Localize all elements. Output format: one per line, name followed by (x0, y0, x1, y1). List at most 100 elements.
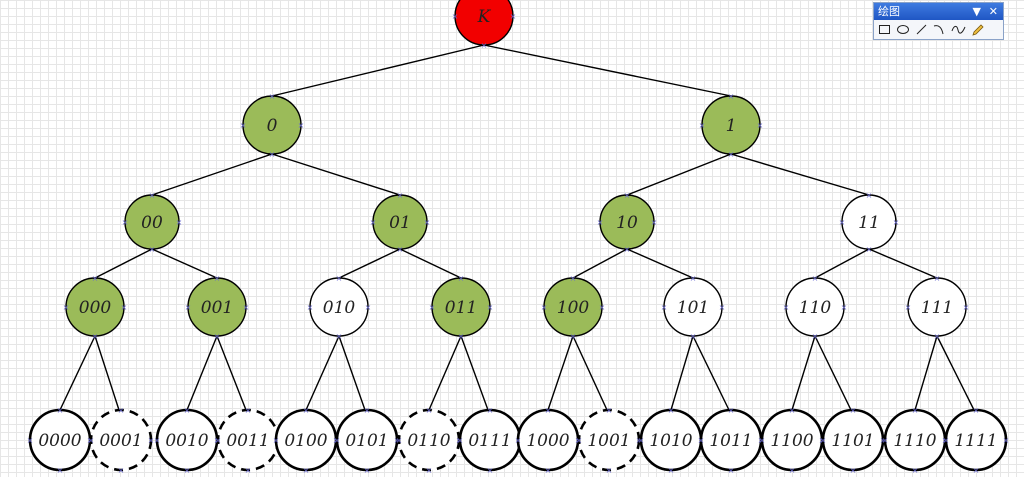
connection-point-icon: × (487, 466, 494, 475)
connection-point-icon: × (57, 406, 64, 415)
tree-node[interactable]: ××××0100 (273, 406, 340, 475)
ellipse-icon[interactable] (896, 23, 910, 36)
node-circle (124, 194, 180, 250)
node-label: 11 (858, 213, 880, 233)
toolbar-title: 绘图 (878, 5, 900, 18)
connection-point-icon: × (510, 12, 517, 21)
tree-node[interactable]: ××××K (452, 0, 517, 50)
connection-point-icon: × (336, 274, 343, 283)
tree-node[interactable]: ××××11 (839, 191, 900, 254)
close-icon[interactable]: ✕ (988, 5, 998, 18)
pencil-icon[interactable] (971, 23, 985, 37)
tree-node[interactable]: ××××100 (541, 274, 606, 341)
node-label: 100 (557, 298, 590, 318)
connection-point-icon: × (759, 436, 766, 445)
connection-point-icon: × (273, 436, 280, 445)
dropdown-icon[interactable]: ▼ (972, 5, 981, 18)
rectangle-icon[interactable] (878, 23, 891, 36)
connection-point-icon: × (487, 406, 494, 415)
connection-point-icon: × (458, 274, 465, 283)
node-circle (701, 95, 761, 155)
node-circle (821, 408, 885, 472)
connection-point-icon: × (307, 303, 314, 312)
connection-point-icon: × (370, 218, 377, 227)
line-icon[interactable] (915, 23, 928, 36)
connection-point-icon: × (638, 436, 645, 445)
tree-edge (936, 335, 975, 411)
tree-node[interactable]: ××××1000 (515, 406, 582, 475)
connection-point-icon: × (812, 274, 819, 283)
tree-node[interactable]: ××××01 (370, 191, 431, 254)
tree-node[interactable]: ××××0110 (396, 406, 463, 475)
connection-point-icon: × (336, 332, 343, 341)
tree-node[interactable]: ××××0001 (88, 406, 155, 475)
drawing-toolbar[interactable]: 绘图 ▼ ✕ (873, 2, 1004, 40)
connection-point-icon: × (719, 303, 726, 312)
tree-node[interactable]: ××××0111 (457, 406, 524, 475)
connection-point-icon: × (651, 218, 658, 227)
connection-point-icon: × (92, 274, 99, 283)
tree-node[interactable]: ××××0011 (215, 406, 282, 475)
node-circle (89, 408, 153, 472)
curve-icon[interactable] (933, 23, 946, 36)
tree-node[interactable]: ××××0000 (27, 406, 94, 475)
tree-node[interactable]: ××××10 (597, 191, 658, 254)
tree-node[interactable]: ××××0010 (154, 406, 221, 475)
connection-point-icon: × (243, 303, 250, 312)
connection-point-icon: × (866, 191, 873, 200)
tree-edge (730, 153, 870, 196)
node-label: 0011 (226, 431, 269, 451)
node-circle (543, 277, 603, 337)
tree-node[interactable]: ××××1010 (638, 406, 705, 475)
connection-point-icon: × (298, 121, 305, 130)
connection-point-icon: × (606, 466, 613, 475)
connection-point-icon: × (118, 406, 125, 415)
tree-node[interactable]: ××××1101 (820, 406, 887, 475)
tree-node[interactable]: ××××011 (429, 274, 494, 341)
connection-point-icon: × (850, 466, 857, 475)
connection-point-icon: × (121, 303, 128, 312)
tree-node[interactable]: ××××0101 (334, 406, 401, 475)
tree-node[interactable]: ××××00 (122, 191, 183, 254)
tree-node[interactable]: ××××1111 (943, 406, 1010, 475)
tree-edge (399, 248, 462, 279)
connection-point-icon: × (429, 303, 436, 312)
connection-point-icon: × (576, 436, 583, 445)
tree-node[interactable]: ××××000 (63, 274, 128, 341)
tree-node[interactable]: ××××1001 (576, 406, 643, 475)
node-circle (454, 0, 514, 46)
tree-node[interactable]: ××××110 (783, 274, 848, 341)
connection-point-icon: × (866, 245, 873, 254)
connection-point-icon: × (63, 303, 70, 312)
tree-node[interactable]: ××××1110 (882, 406, 949, 475)
connection-point-icon: × (789, 406, 796, 415)
connection-point-icon: × (334, 436, 341, 445)
tree-node[interactable]: ××××111 (905, 274, 970, 341)
tree-node[interactable]: ××××101 (661, 274, 726, 341)
connection-point-icon: × (397, 191, 404, 200)
toolbar-titlebar[interactable]: 绘图 ▼ ✕ (874, 3, 1003, 20)
connection-point-icon: × (599, 303, 606, 312)
connection-point-icon: × (176, 218, 183, 227)
connection-point-icon: × (850, 406, 857, 415)
tree-node[interactable]: ××××0 (240, 92, 305, 159)
node-label: 0101 (345, 431, 388, 451)
connection-point-icon: × (545, 406, 552, 415)
connection-point-icon: × (487, 303, 494, 312)
connection-point-icon: × (668, 406, 675, 415)
connection-point-icon: × (457, 436, 464, 445)
connection-point-icon: × (636, 436, 643, 445)
tree-node[interactable]: ××××1 (699, 92, 764, 159)
tree-edge (59, 335, 96, 411)
freeform-icon[interactable] (951, 23, 966, 36)
tree-edge (572, 335, 608, 411)
node-label: 0001 (99, 431, 142, 451)
tree-node[interactable]: ××××010 (307, 274, 372, 341)
tree-node[interactable]: ××××1100 (759, 406, 826, 475)
tree-node[interactable]: ××××001 (185, 274, 250, 341)
node-label: 001 (201, 298, 233, 318)
connection-point-icon: × (269, 92, 276, 101)
tree-edge (626, 153, 732, 196)
tree-node[interactable]: ××××1011 (698, 406, 765, 475)
